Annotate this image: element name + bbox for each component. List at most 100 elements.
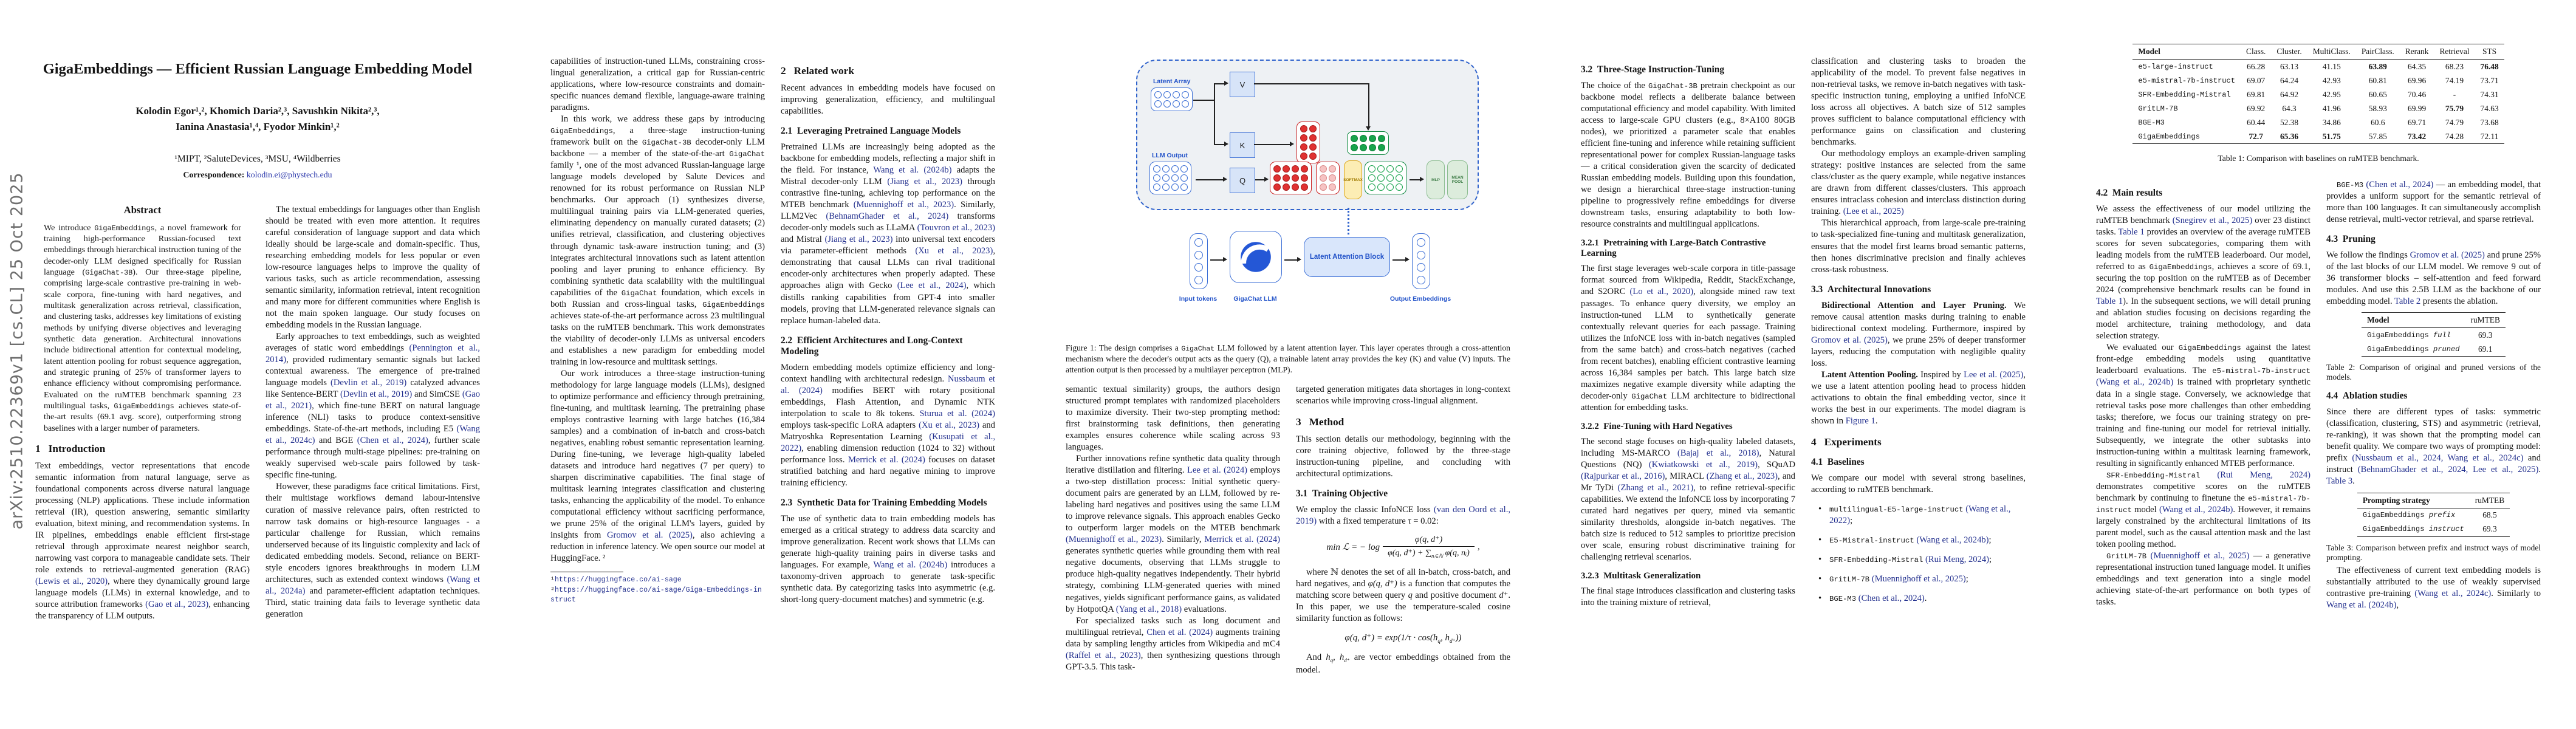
citation-link[interactable]: (BehnamGhader et al., 2024) — [826, 211, 949, 222]
citation-link[interactable]: (Devlin et al., 2019) — [340, 389, 413, 400]
citation-link[interactable]: Gromov et al. (2025) — [2410, 250, 2485, 261]
citation-link[interactable]: Nussbaum et al. (2024) — [781, 374, 995, 395]
table-cell: 69.1 — [2478, 344, 2493, 354]
citation-link[interactable]: (Lewis et al., 2020) — [35, 577, 108, 587]
citation-link[interactable]: (Raffel et al., 2023) — [1066, 650, 1141, 660]
citation-link[interactable]: Merrick et al. (2024) — [1204, 535, 1280, 545]
citation-link[interactable]: (Muennighoff et al., 2025) — [2150, 550, 2250, 561]
citation-link[interactable]: (Muennighoff et al., 2023) — [1066, 535, 1162, 545]
citation-link[interactable]: (Muennighoff et al., 2023) — [853, 200, 954, 210]
matrix-dot — [1273, 183, 1281, 191]
citation-link[interactable]: (Zhang et al., 2021) — [1617, 482, 1694, 493]
citation-link[interactable]: (Jiang et al., 2023) — [824, 234, 893, 245]
citation-link[interactable]: Table 1 — [2096, 296, 2123, 307]
subsection-heading: 2.2 Efficient Architectures and Long-Con… — [781, 335, 963, 357]
citation-link[interactable]: (Lee et al., 2024) — [897, 281, 967, 291]
arrow-head — [1224, 142, 1231, 146]
bullet-item: •multilingual-E5-large-instruct (Wang et… — [1818, 504, 2011, 525]
citation-link[interactable]: (Wang et al., 2024a) — [265, 574, 481, 596]
citation-link[interactable]: Gromov et al. (2025) — [606, 530, 693, 541]
citation-link[interactable]: (Wang et al., 2024c) — [265, 424, 480, 446]
correspondence-email-link[interactable]: kolodin.ei@phystech.edu — [246, 169, 332, 179]
citation-link[interactable]: (Rui Meng, 2024) — [2217, 470, 2311, 480]
citation-link[interactable]: (Yang et al., 2018) — [1115, 604, 1182, 614]
bullet-icon: • — [1818, 593, 1822, 603]
citation-link[interactable]: https://huggingface.co/ai-sage — [554, 576, 682, 584]
citation-link[interactable]: Figure 1 — [1845, 416, 1875, 426]
table-cell: 64.3 — [2282, 103, 2297, 113]
table-cell: 76.48 — [2480, 61, 2499, 71]
bullet-icon: • — [1818, 535, 1822, 545]
citation-link[interactable]: (Wang et al., 2024b) — [2159, 504, 2233, 515]
citation-link[interactable]: (Chen et al., 2024) — [357, 436, 428, 446]
matrix-dot — [1417, 276, 1425, 285]
table-cell: 52.38 — [2280, 117, 2299, 127]
citation-link[interactable]: (Lee et al., 2025) — [1843, 207, 1904, 217]
paragraph: BGE-M3 (Chen et al., 2024) — an embeddin… — [2326, 180, 2541, 225]
citation-link[interactable]: (Rajpurkar et al., 2016) — [1581, 471, 1665, 481]
citation-link[interactable]: (Wang et al., 2024b) — [2096, 377, 2174, 388]
citation-link[interactable]: Wang et al. (2024b) — [873, 560, 948, 570]
subsection-heading: 4.3 Pruning — [2326, 234, 2376, 245]
citation-link[interactable]: (Lo et al., 2020) — [1629, 287, 1694, 297]
table-cell: GigaEmbeddings prefix — [2362, 511, 2456, 519]
citation-link[interactable]: Lee et al. (2025) — [1964, 369, 2024, 380]
table-cell: 74.79 — [2445, 117, 2464, 127]
citation-link[interactable]: (Pennington et al., 2014) — [265, 343, 480, 365]
matrix-dot — [1320, 183, 1327, 191]
matrix-dot — [1396, 174, 1403, 182]
citation-link[interactable]: Wang et al. (2024b) — [873, 165, 952, 176]
citation-link[interactable]: (Gao et al., 2021) — [265, 389, 480, 411]
citation-link[interactable]: (BehnamGhader et al., 2024, Lee et al., … — [2357, 465, 2539, 475]
citation-link[interactable]: (Nussbaum et al., 2024, Wang et al., 202… — [2352, 453, 2524, 464]
citation-link[interactable]: (Muennighoff et al., 2025) — [1871, 573, 1966, 584]
citation-link[interactable]: (Gao et al., 2023) — [145, 600, 209, 610]
matrix-dot — [1369, 144, 1376, 151]
value-projection-box: V — [1230, 72, 1255, 97]
citation-link[interactable]: (Wang et al., 2022) — [1829, 504, 2011, 525]
citation-link[interactable]: Gromov et al. (2025) — [1811, 335, 1888, 345]
citation-link[interactable]: Wang et al. (2024b) — [2326, 600, 2397, 610]
citation-link[interactable]: (Xu et al., 2023) — [919, 420, 979, 430]
table-cell: 74.63 — [2480, 103, 2499, 113]
citation-link[interactable]: (Wang et al., 2024c) — [2414, 588, 2492, 598]
citation-link[interactable]: (Jiang et al., 2023) — [887, 177, 963, 187]
citation-link[interactable]: Sturua et al. (2024) — [919, 408, 995, 419]
citation-link[interactable]: Chen et al. (2024) — [1146, 627, 1213, 637]
citation-link[interactable]: (Snegirev et al., 2025) — [2172, 216, 2253, 226]
citation-link[interactable]: (Bajaj et al., 2018) — [1677, 448, 1759, 458]
citation-link[interactable]: (Zhang et al., 2023) — [1706, 471, 1778, 481]
citation-link[interactable]: (Kwiatkowski et al., 2019) — [1648, 459, 1758, 470]
page-2: capabilities of instruction-tuned LLMs, … — [515, 0, 1030, 729]
paragraph: Latent Attention Pooling. Inspired by Le… — [1811, 369, 2026, 426]
citation-link[interactable]: (van den Oord et al., 2019) — [1296, 505, 1510, 527]
paragraph: Pretrained LLMs are increasingly being a… — [781, 142, 995, 326]
table-cell: 69.3 — [2482, 524, 2497, 533]
citation-link[interactable]: Lee et al. (2024) — [1187, 465, 1248, 476]
gigachat-logo-icon — [1241, 242, 1271, 272]
citation-link[interactable]: (Devlin et al., 2019) — [331, 378, 407, 388]
citation-link[interactable]: (Touvron et al., 2023) — [917, 223, 995, 233]
citation-link[interactable]: https://huggingface.co/ai-sage/Giga-Embe… — [550, 586, 762, 604]
citation-link[interactable]: Merrick et al. (2024) — [848, 454, 925, 465]
citation-link[interactable]: (Wang et al., 2024b) — [1916, 535, 1989, 545]
matrix-dot — [1417, 238, 1425, 247]
citation-link[interactable]: (Chen et al., 2024) — [1858, 593, 1925, 603]
citation-link[interactable]: (Rui Meng, 2024) — [1925, 554, 1990, 564]
citation-link[interactable]: Table 3 — [2326, 476, 2353, 487]
citation-link[interactable]: Table 1 — [2118, 227, 2145, 238]
matrix-dot — [1301, 174, 1308, 182]
subsubsection-heading: 3.2.1 Pretraining with Large-Batch Contr… — [1581, 238, 1766, 259]
citation-link[interactable]: (Chen et al., 2024) — [2366, 180, 2434, 190]
citation-link[interactable]: (Kusupati et al., 2022) — [781, 431, 995, 453]
citation-link[interactable]: (Xu et al., 2023) — [915, 246, 993, 256]
paragraph: We compare our model with several strong… — [1811, 473, 2026, 495]
citation-link[interactable]: Table 2 — [2394, 296, 2421, 307]
table-caption: Table 2: Comparison of original and prun… — [2326, 363, 2541, 382]
input-tokens-label: Input tokens — [1179, 295, 1218, 303]
paragraph: Our methodology employs an example-drive… — [1811, 149, 2026, 217]
matrix-dot — [1292, 183, 1299, 191]
